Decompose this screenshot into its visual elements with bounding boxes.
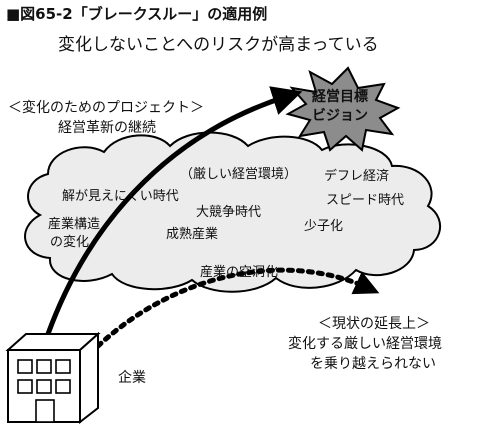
factor-change: の変化	[50, 235, 90, 250]
status-quo-line-1: 変化する厳しい経営環境	[288, 336, 442, 352]
factor-deflation: デフレ経済	[324, 169, 390, 184]
environment-cloud	[24, 131, 442, 293]
project-heading: ＜変化のためのプロジェクト＞	[8, 100, 204, 116]
factor-unclear-answers: 解が見えにくい時代	[62, 189, 179, 204]
factor-speed-era: スピード時代	[326, 193, 405, 208]
factor-hollowing-out: 産業の空洞化	[200, 265, 279, 280]
status-quo-arrow	[95, 267, 380, 349]
figure-title: ■図65-2「ブレークスルー」の適用例	[6, 5, 268, 23]
goal-line-2: ビジョン	[312, 108, 368, 124]
company-label: 企業	[118, 370, 146, 386]
factor-harsh-environment: （厳しい経営環境）	[180, 167, 298, 182]
factor-mature-industry: 成熟産業	[166, 227, 219, 242]
company-building-icon	[5, 331, 101, 425]
goal-line-1: 経営目標	[312, 89, 368, 105]
factor-mega-competition: 大競争時代	[196, 205, 262, 220]
status-quo-line-2: を乗り越えられない	[310, 356, 436, 372]
status-quo-heading: ＜現状の延長上＞	[318, 316, 430, 332]
breakthrough-arrow	[45, 86, 303, 335]
factor-industry-structure: 産業構造	[48, 217, 101, 232]
project-caption: 経営革新の継続	[58, 120, 156, 136]
figure-subtitle: 変化しないことへのリスクが高まっている	[58, 35, 379, 55]
factor-low-birthrate: 少子化	[304, 219, 344, 234]
